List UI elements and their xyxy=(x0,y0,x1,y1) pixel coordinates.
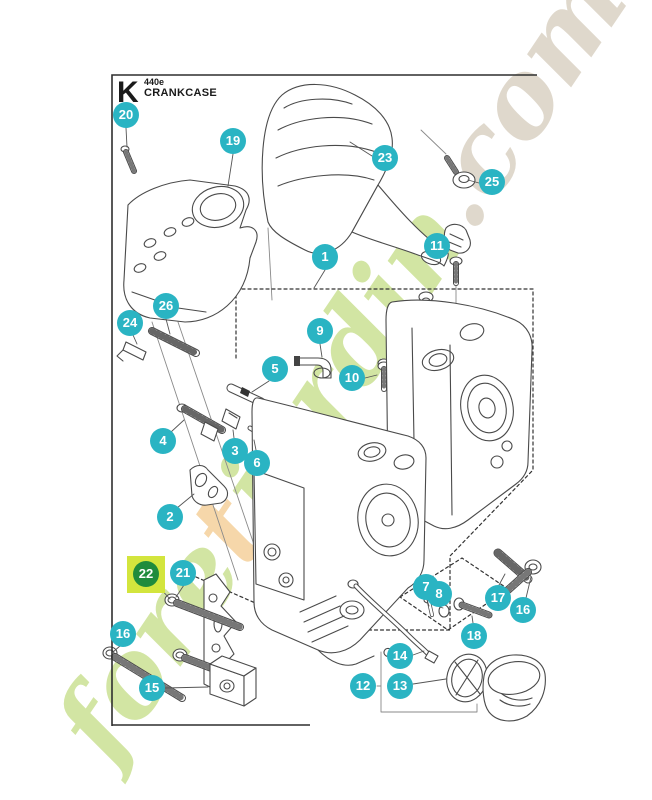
part-plug-24 xyxy=(116,341,147,362)
callout-4[interactable]: 4 xyxy=(150,428,176,454)
part-spring-26 xyxy=(148,327,200,357)
callout-11[interactable]: 11 xyxy=(424,233,450,259)
callout-16-left[interactable]: 16 xyxy=(110,621,136,647)
callout-22[interactable]: 22 xyxy=(133,561,159,587)
callout-23[interactable]: 23 xyxy=(372,145,398,171)
callout-21[interactable]: 21 xyxy=(170,560,196,586)
part-clamp-11 xyxy=(443,223,471,286)
callout-8[interactable]: 8 xyxy=(426,581,452,607)
part-guide-plate-2 xyxy=(189,464,229,506)
model-number: 440e xyxy=(144,77,165,87)
section-title: CRANKCASE xyxy=(144,87,217,99)
callout-12[interactable]: 12 xyxy=(350,673,376,699)
callout-26[interactable]: 26 xyxy=(153,293,179,319)
page-frame xyxy=(111,74,537,726)
callout-18[interactable]: 18 xyxy=(461,623,487,649)
part-brake-assembly xyxy=(123,179,258,323)
section-letter: K xyxy=(117,76,139,109)
part-crankcase-left-half xyxy=(251,397,427,666)
diagram-line-art xyxy=(102,83,546,722)
callout-9[interactable]: 9 xyxy=(307,318,333,344)
part-screw-25 xyxy=(444,155,476,189)
part-washer-3 xyxy=(200,408,241,442)
part-oil-cap xyxy=(482,654,546,722)
callout-2[interactable]: 2 xyxy=(157,504,183,530)
callout-15[interactable]: 15 xyxy=(139,675,165,701)
callout-22-highlight: 22 xyxy=(127,556,165,593)
callout-10[interactable]: 10 xyxy=(339,365,365,391)
callout-5[interactable]: 5 xyxy=(262,356,288,382)
callout-17[interactable]: 17 xyxy=(485,585,511,611)
part-screw-spring-4 xyxy=(176,403,226,434)
callout-1[interactable]: 1 xyxy=(312,244,338,270)
part-oring-13 xyxy=(446,653,488,703)
part-bolt-18 xyxy=(453,597,493,619)
callout-16-right[interactable]: 16 xyxy=(510,597,536,623)
part-screw-20 xyxy=(120,145,137,174)
part-elbow-9 xyxy=(294,356,332,379)
callout-19[interactable]: 19 xyxy=(220,128,246,154)
callout-13[interactable]: 13 xyxy=(387,673,413,699)
callout-24[interactable]: 24 xyxy=(117,310,143,336)
callout-25[interactable]: 25 xyxy=(479,169,505,195)
callout-6[interactable]: 6 xyxy=(244,450,270,476)
part-chain-catcher-15 xyxy=(209,655,257,707)
part-bolt-16-right xyxy=(504,559,542,594)
group-bracket-12 xyxy=(376,651,478,713)
callout-20[interactable]: 20 xyxy=(113,102,139,128)
callout-3[interactable]: 3 xyxy=(222,438,248,464)
callout-14[interactable]: 14 xyxy=(387,643,413,669)
part-oil-hose-14 xyxy=(347,579,439,664)
